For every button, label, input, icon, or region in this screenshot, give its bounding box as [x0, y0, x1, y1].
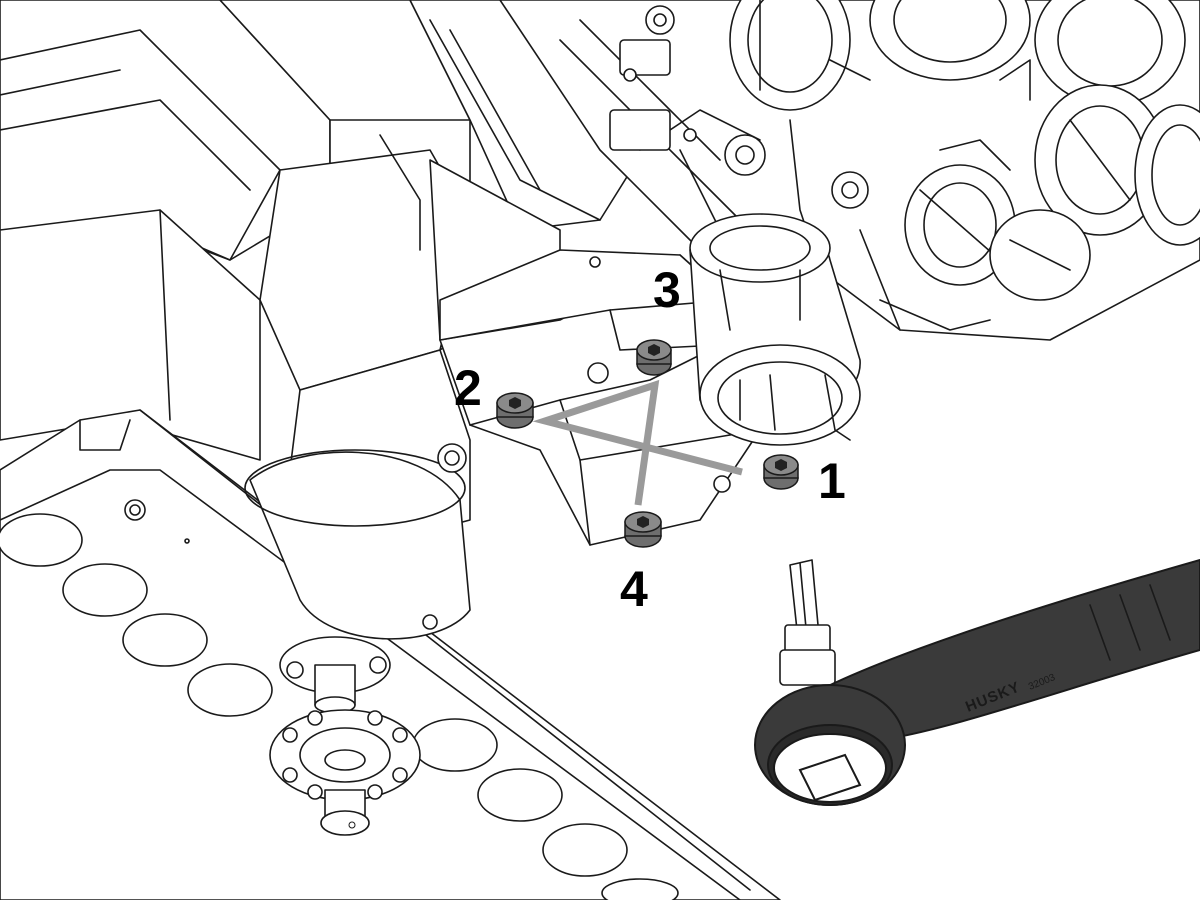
bolt-4 — [624, 511, 662, 548]
manifold-plate — [0, 409, 781, 900]
nozzle-assembly — [499, 0, 1200, 341]
bolt-2 — [496, 392, 534, 429]
callout-1: 1 — [818, 453, 846, 509]
nozzle-flange — [269, 636, 421, 836]
callout-2: 2 — [454, 360, 482, 416]
tightening-sequence-path — [532, 379, 743, 506]
rotary-cylinder — [244, 443, 471, 640]
ratchet-wrench: HUSKY 32003 — [754, 558, 1200, 806]
callout-3: 3 — [653, 262, 681, 318]
bolt-1 — [763, 454, 799, 490]
callout-4: 4 — [620, 561, 648, 617]
bolt-3 — [636, 339, 672, 376]
nozzle-sleeve — [689, 213, 861, 446]
